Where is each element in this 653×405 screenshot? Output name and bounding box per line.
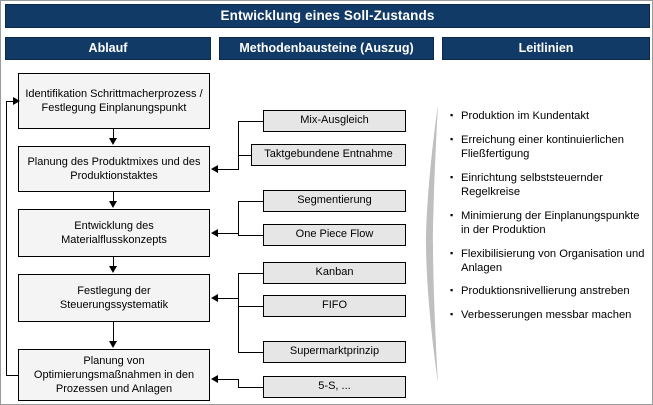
guideline-text: Erreichung einer kontinuierlichen Fließf… — [461, 133, 624, 160]
bracket-b-stub-1 — [238, 201, 264, 202]
bracket-d-trunk — [218, 379, 239, 380]
guideline-text: Minimierung der Einplanungspunkte in der… — [461, 209, 640, 236]
bracket-d-arrow — [211, 375, 218, 383]
guideline-item: ▪ Produktionsnivellierung anstreben — [450, 284, 650, 298]
bullet-icon: ▪ — [450, 171, 454, 182]
method-box-supermarktprinzip: Supermarktprinzip — [263, 341, 406, 363]
bracket-c-arrow — [211, 294, 218, 302]
flow-connector-3-4-line — [113, 257, 114, 267]
bullet-icon: ▪ — [450, 285, 454, 296]
bullet-icon: ▪ — [450, 110, 454, 120]
bracket-d-spine — [238, 379, 239, 388]
bracket-a-drop — [238, 155, 239, 169]
bracket-c-stub-1 — [238, 273, 264, 274]
feedback-loop-bottom-segment — [6, 375, 19, 376]
flow-connector-1-2-line — [113, 129, 114, 139]
bracket-a-spine — [238, 121, 239, 155]
guideline-item: ▪ Flexibilisierung von Organisation und … — [450, 247, 650, 275]
method-box-fifo: FIFO — [263, 295, 406, 317]
flow-step-4: Festlegung der Steuerungssystematik — [18, 274, 210, 322]
guidelines-list: ▪ Produktion im Kundentakt ▪ Erreichung … — [450, 109, 650, 332]
column-header-leitlinien: Leitlinien — [442, 37, 650, 60]
bracket-c-stub-3 — [238, 352, 264, 353]
guideline-item: ▪ Erreichung einer kontinuierlichen Flie… — [450, 133, 650, 161]
bracket-b-arrow — [211, 229, 218, 237]
bracket-b-trunk — [218, 233, 239, 234]
method-box-5s: 5-S, ... — [263, 376, 406, 398]
column-header-ablauf: Ablauf — [5, 37, 211, 60]
guideline-item: ▪ Einrichtung selbststeuernder Regelkrei… — [450, 171, 650, 199]
bullet-icon: ▪ — [450, 309, 454, 320]
method-box-mix-ausgleich: Mix-Ausgleich — [263, 110, 406, 132]
guideline-item: ▪ Minimierung der Einplanungspunkte in d… — [450, 209, 650, 237]
guideline-text: Einrichtung selbststeuernder Regelkreise — [461, 171, 603, 198]
method-box-one-piece-flow: One Piece Flow — [263, 224, 406, 246]
bullet-icon: ▪ — [450, 209, 454, 220]
bracket-a-stub-2 — [238, 155, 252, 156]
bracket-c-spine — [238, 273, 239, 352]
method-box-segmentierung: Segmentierung — [263, 190, 406, 212]
flow-step-1: Identifikation Schrittmacherprozess / Fe… — [18, 73, 210, 129]
guideline-text: Produktion im Kundentakt — [461, 110, 590, 122]
flow-step-2: Planung des Produktmixes und des Produkt… — [18, 146, 210, 192]
guideline-text: Flexibilisierung von Organisation und An… — [461, 247, 645, 274]
column-header-methodenbausteine: Methodenbausteine (Auszug) — [219, 37, 434, 60]
guideline-item: ▪ Produktion im Kundentakt — [450, 109, 650, 123]
lens-accent-shape — [426, 105, 438, 383]
bracket-d-stub-1 — [238, 387, 264, 388]
flow-connector-2-3-line — [113, 192, 114, 202]
flow-connector-4-5-line — [113, 322, 114, 342]
flow-step-3: Entwicklung des Materialflusskonzepts — [18, 209, 210, 257]
flow-connector-2-3-arrow — [109, 201, 117, 208]
feedback-loop-vertical-segment — [6, 101, 7, 375]
bracket-a-stub-1 — [238, 121, 264, 122]
flow-step-5: Planung von Optimierungsmaßnahmen in den… — [18, 349, 210, 401]
flow-connector-3-4-arrow — [109, 266, 117, 273]
method-box-kanban: Kanban — [263, 262, 406, 284]
diagram-title: Entwicklung eines Soll-Zustands — [5, 4, 650, 28]
guideline-text: Produktionsnivellierung anstreben — [461, 285, 630, 298]
bracket-b-spine — [238, 201, 239, 235]
bracket-c-stub-2 — [238, 306, 264, 307]
guideline-text: Verbesserungen messbar machen — [461, 309, 632, 322]
bracket-b-stub-2 — [238, 235, 264, 236]
bullet-icon: ▪ — [450, 247, 454, 258]
guideline-item: ▪ Verbesserungen messbar machen — [450, 308, 650, 322]
bullet-icon: ▪ — [450, 133, 454, 144]
feedback-loop-arrow — [13, 97, 20, 105]
flow-connector-4-5-arrow — [109, 341, 117, 348]
feedback-loop-top-segment — [6, 101, 15, 102]
bracket-a-trunk — [218, 169, 239, 170]
method-box-taktgebundene-entnahme: Taktgebundene Entnahme — [251, 144, 406, 166]
bracket-a-arrow — [211, 165, 218, 173]
bracket-c-trunk — [218, 298, 239, 299]
flow-connector-1-2-arrow — [109, 138, 117, 145]
